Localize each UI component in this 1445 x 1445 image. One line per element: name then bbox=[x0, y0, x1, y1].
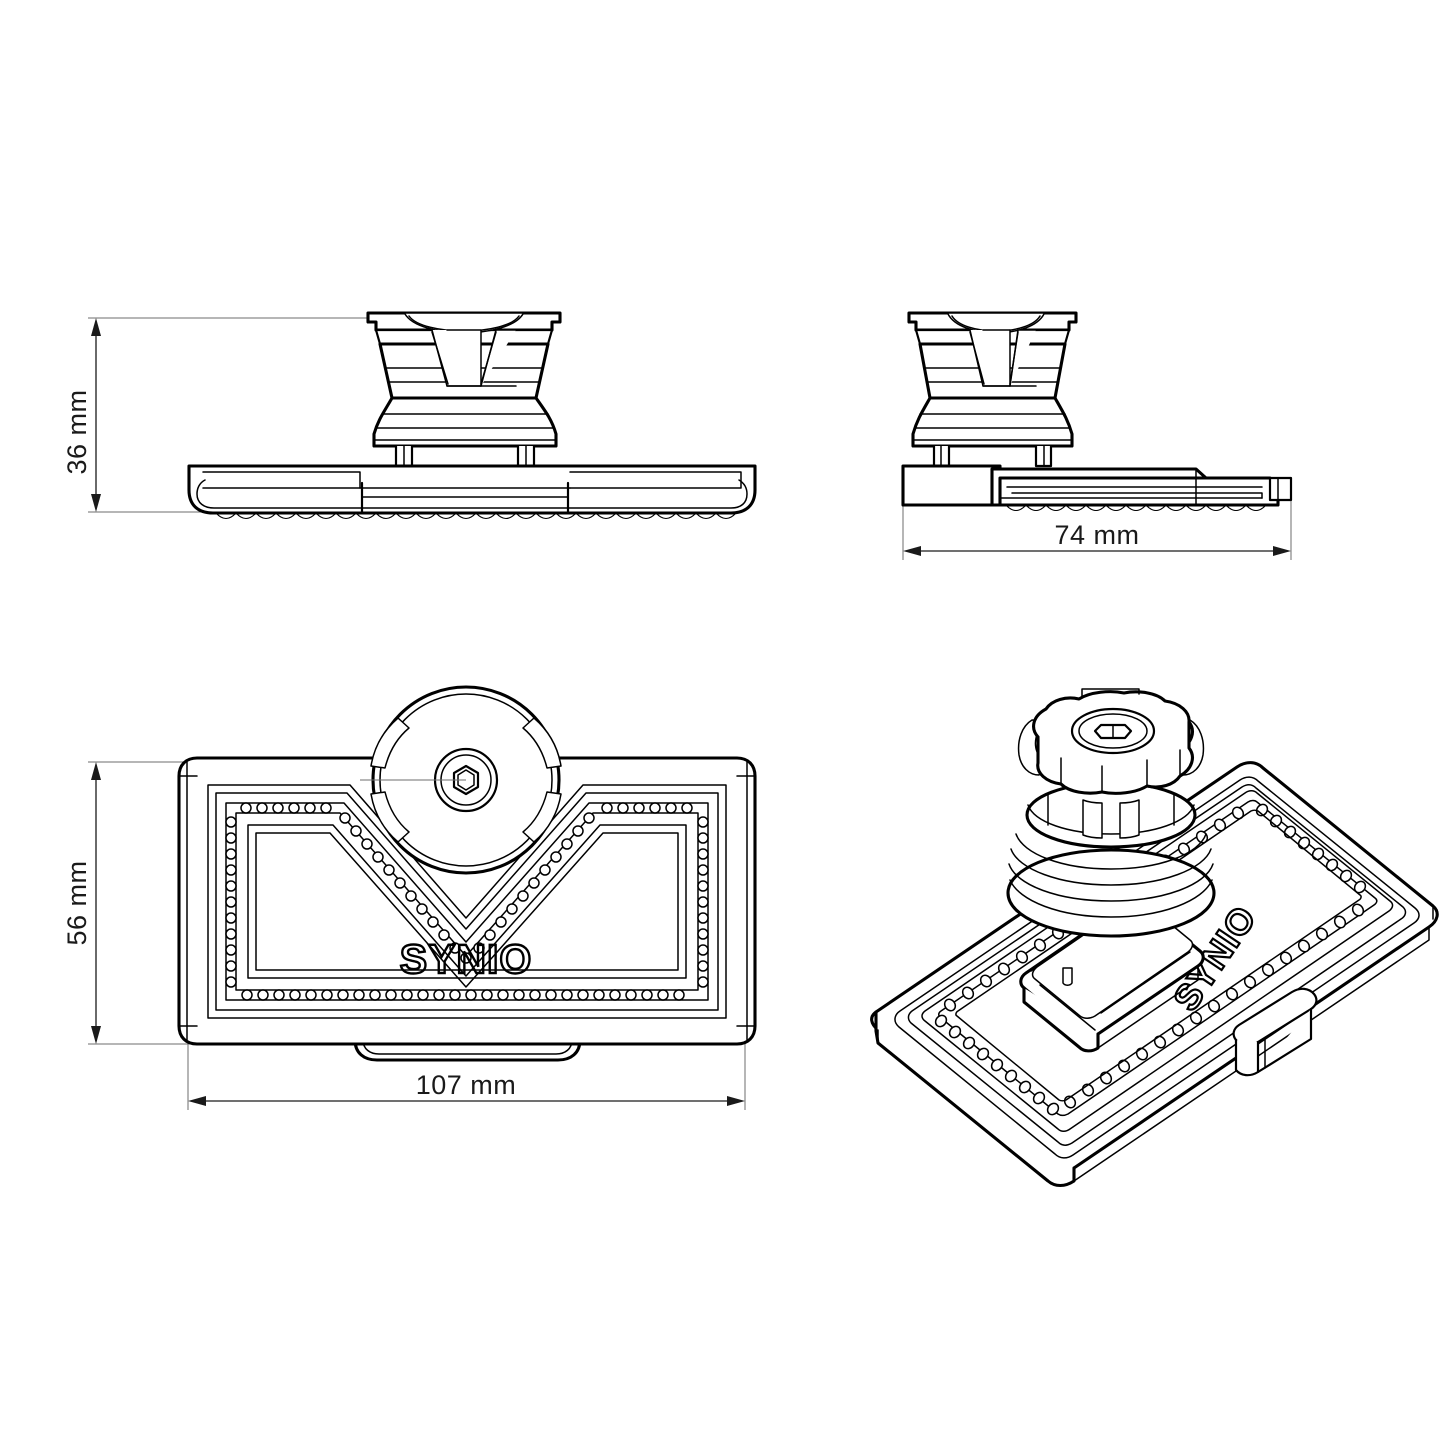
iso-mount-stem bbox=[1006, 781, 1216, 938]
front-elevation-view: 36 mm bbox=[62, 311, 757, 520]
dimension-107mm: 107 mm bbox=[188, 1070, 745, 1106]
iso-latch-tab bbox=[1232, 987, 1318, 1077]
dimension-36mm: 36 mm bbox=[62, 318, 101, 512]
plan-mount-head bbox=[360, 685, 562, 875]
plan-pocket-outline bbox=[207, 784, 727, 1019]
plan-view: 56 mm 107 mm bbox=[62, 685, 757, 1110]
plan-head-tabs bbox=[370, 717, 562, 843]
dimension-56mm-label: 56 mm bbox=[62, 860, 92, 945]
dimension-56mm: 56 mm bbox=[62, 762, 101, 1044]
front-mount-stem bbox=[372, 396, 558, 448]
plan-plate-body bbox=[177, 756, 757, 1046]
isometric-view: SYNIO bbox=[870, 688, 1439, 1188]
dimension-74mm-label: 74 mm bbox=[1054, 520, 1139, 550]
dimension-74mm: 74 mm bbox=[903, 520, 1291, 556]
iso-mount-cap bbox=[1017, 688, 1205, 795]
synio-logo-plan: SYNIO bbox=[400, 936, 533, 982]
side-base-plate bbox=[990, 467, 1293, 512]
plan-bead-border bbox=[225, 802, 709, 1001]
side-mount-head bbox=[907, 311, 1078, 400]
front-mount-head bbox=[366, 311, 562, 400]
front-base-plate bbox=[187, 464, 757, 520]
dimension-36mm-label: 36 mm bbox=[62, 389, 92, 474]
side-elevation-view: 74 mm bbox=[901, 311, 1293, 560]
side-mount-stem bbox=[911, 396, 1074, 448]
side-base-block bbox=[901, 464, 1002, 507]
front-plate-texture bbox=[213, 512, 737, 520]
dimension-107mm-label: 107 mm bbox=[416, 1070, 517, 1100]
side-plate-texture bbox=[1003, 504, 1269, 512]
